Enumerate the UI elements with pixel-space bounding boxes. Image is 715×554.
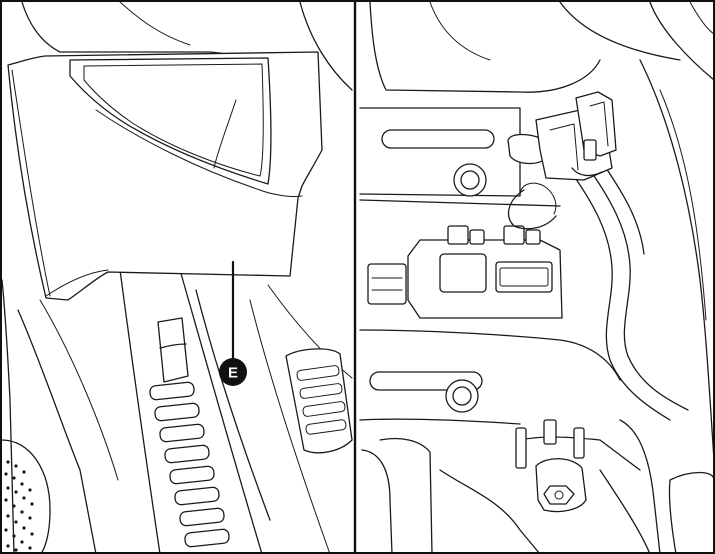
callout-badge: E xyxy=(219,358,247,386)
right-panel xyxy=(357,1,715,554)
callout-label: E xyxy=(228,365,238,382)
side-connector xyxy=(367,263,407,305)
wiring-harness xyxy=(507,167,689,421)
left-panel: E xyxy=(1,1,353,554)
electronic-module xyxy=(407,225,563,319)
speaker-grille xyxy=(1,439,51,554)
lower-bracket xyxy=(515,419,641,513)
floor-mat xyxy=(149,381,230,548)
accelerator-pedal xyxy=(285,348,353,454)
unplugged-connector xyxy=(507,91,617,181)
panel-cover-e xyxy=(7,51,323,301)
